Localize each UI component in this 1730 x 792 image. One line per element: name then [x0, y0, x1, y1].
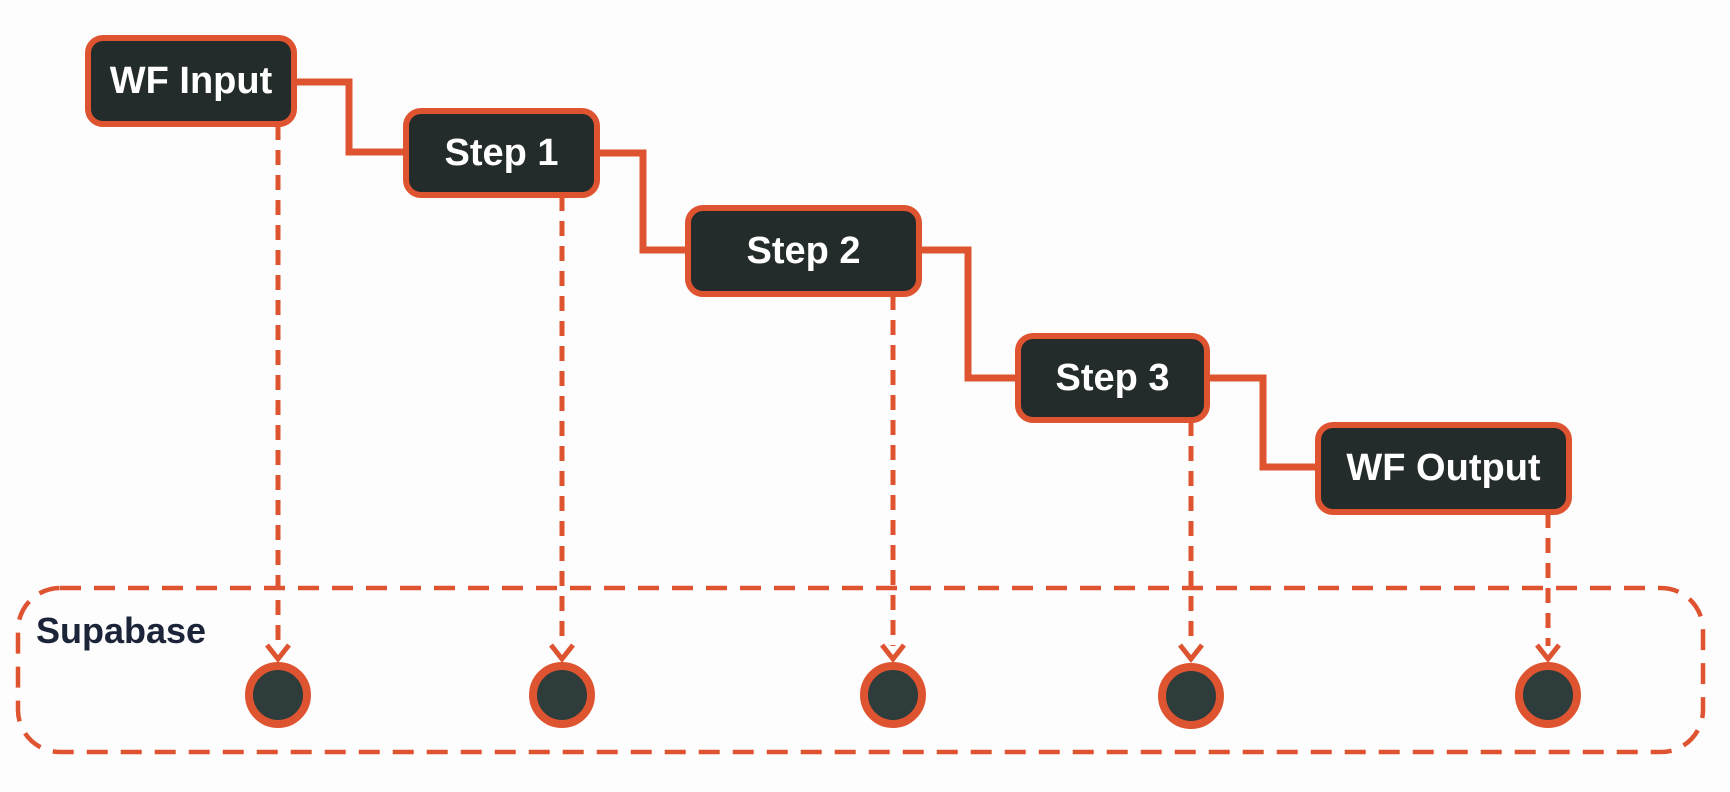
node-wf-output: WF Output	[1315, 422, 1572, 515]
database-circle-wf-output	[1515, 662, 1581, 728]
arrow-down-icon	[1178, 643, 1204, 664]
arrow-down-icon	[880, 643, 906, 664]
node-wf-input-label: WF Input	[109, 59, 273, 102]
database-circle-step-1	[529, 662, 595, 728]
node-step-3-label: Step 3	[1055, 356, 1170, 399]
database-circle-step-2	[860, 662, 926, 728]
arrow-down-icon	[549, 643, 575, 664]
database-circle-wf-input	[245, 662, 311, 728]
edge-wf-input-to-step-1	[290, 78, 410, 156]
edge-step-2-to-step-3	[915, 246, 1022, 382]
node-step-1-label: Step 1	[444, 131, 559, 174]
arrow-down-icon	[1535, 643, 1561, 664]
node-wf-output-label: WF Output	[1346, 447, 1541, 489]
node-step-3: Step 3	[1015, 333, 1210, 423]
node-step-2-label: Step 2	[746, 229, 861, 272]
edge-step-1-to-step-2	[593, 149, 692, 254]
supabase-container-border	[15, 585, 1706, 755]
node-step-2: Step 2	[685, 205, 922, 297]
node-wf-input: WF Input	[85, 35, 297, 127]
node-step-1: Step 1	[403, 108, 600, 198]
supabase-container-label: Supabase	[36, 610, 207, 651]
database-circle-step-3	[1158, 663, 1224, 729]
arrow-down-icon	[265, 643, 291, 664]
edge-step-3-to-wf-output	[1203, 374, 1322, 471]
